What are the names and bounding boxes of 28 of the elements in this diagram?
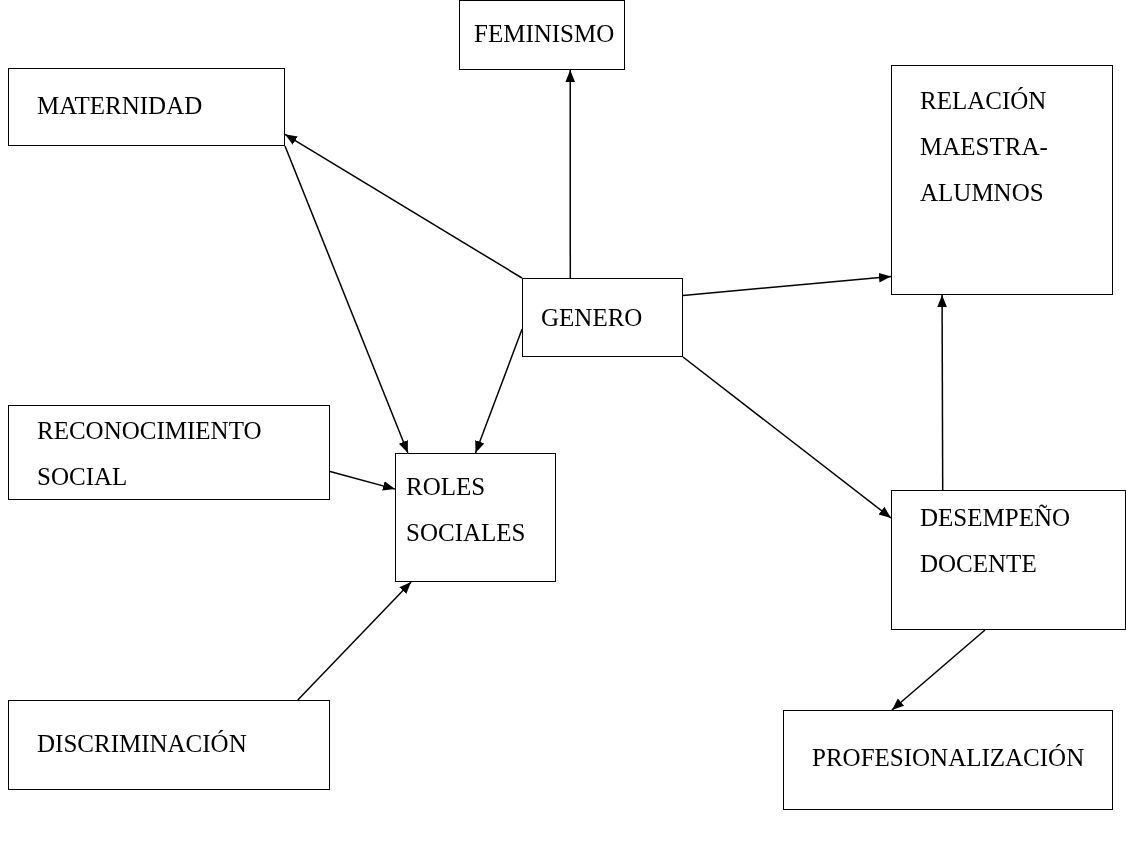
arrow — [284, 133, 523, 279]
arrow — [565, 69, 575, 279]
arrow — [891, 629, 986, 711]
concept-box — [522, 278, 683, 357]
concept-label: DESEMPEÑO DOCENTE — [920, 503, 1071, 579]
concept-box — [891, 65, 1113, 295]
arrow — [682, 356, 892, 519]
concept-label: MATERNIDAD — [37, 91, 204, 121]
concept-box — [891, 490, 1126, 630]
concept-label: ROLES SOCIALES — [406, 472, 527, 548]
concept-box — [8, 68, 285, 146]
concept-box — [395, 453, 556, 582]
concept-box — [8, 405, 330, 500]
concept-box — [459, 0, 625, 70]
concept-label: RECONOCIMIENTO SOCIAL — [37, 416, 263, 492]
arrow — [937, 294, 947, 491]
concept-label: RELACIÓN MAESTRA-ALUMNOS — [920, 86, 1049, 208]
arrow — [284, 145, 409, 454]
concept-label: FEMINISMO — [474, 19, 616, 49]
concept-label: PROFESIONALIZACIÓN — [812, 743, 1086, 773]
concept-box — [783, 710, 1113, 810]
arrow — [297, 581, 412, 701]
concept-label: GENERO — [541, 303, 644, 333]
concept-box — [8, 700, 330, 790]
concept-label: DISCRIMINACIÓN — [37, 729, 248, 759]
arrow — [682, 272, 892, 297]
arrow — [329, 470, 396, 491]
arrow — [474, 328, 523, 454]
